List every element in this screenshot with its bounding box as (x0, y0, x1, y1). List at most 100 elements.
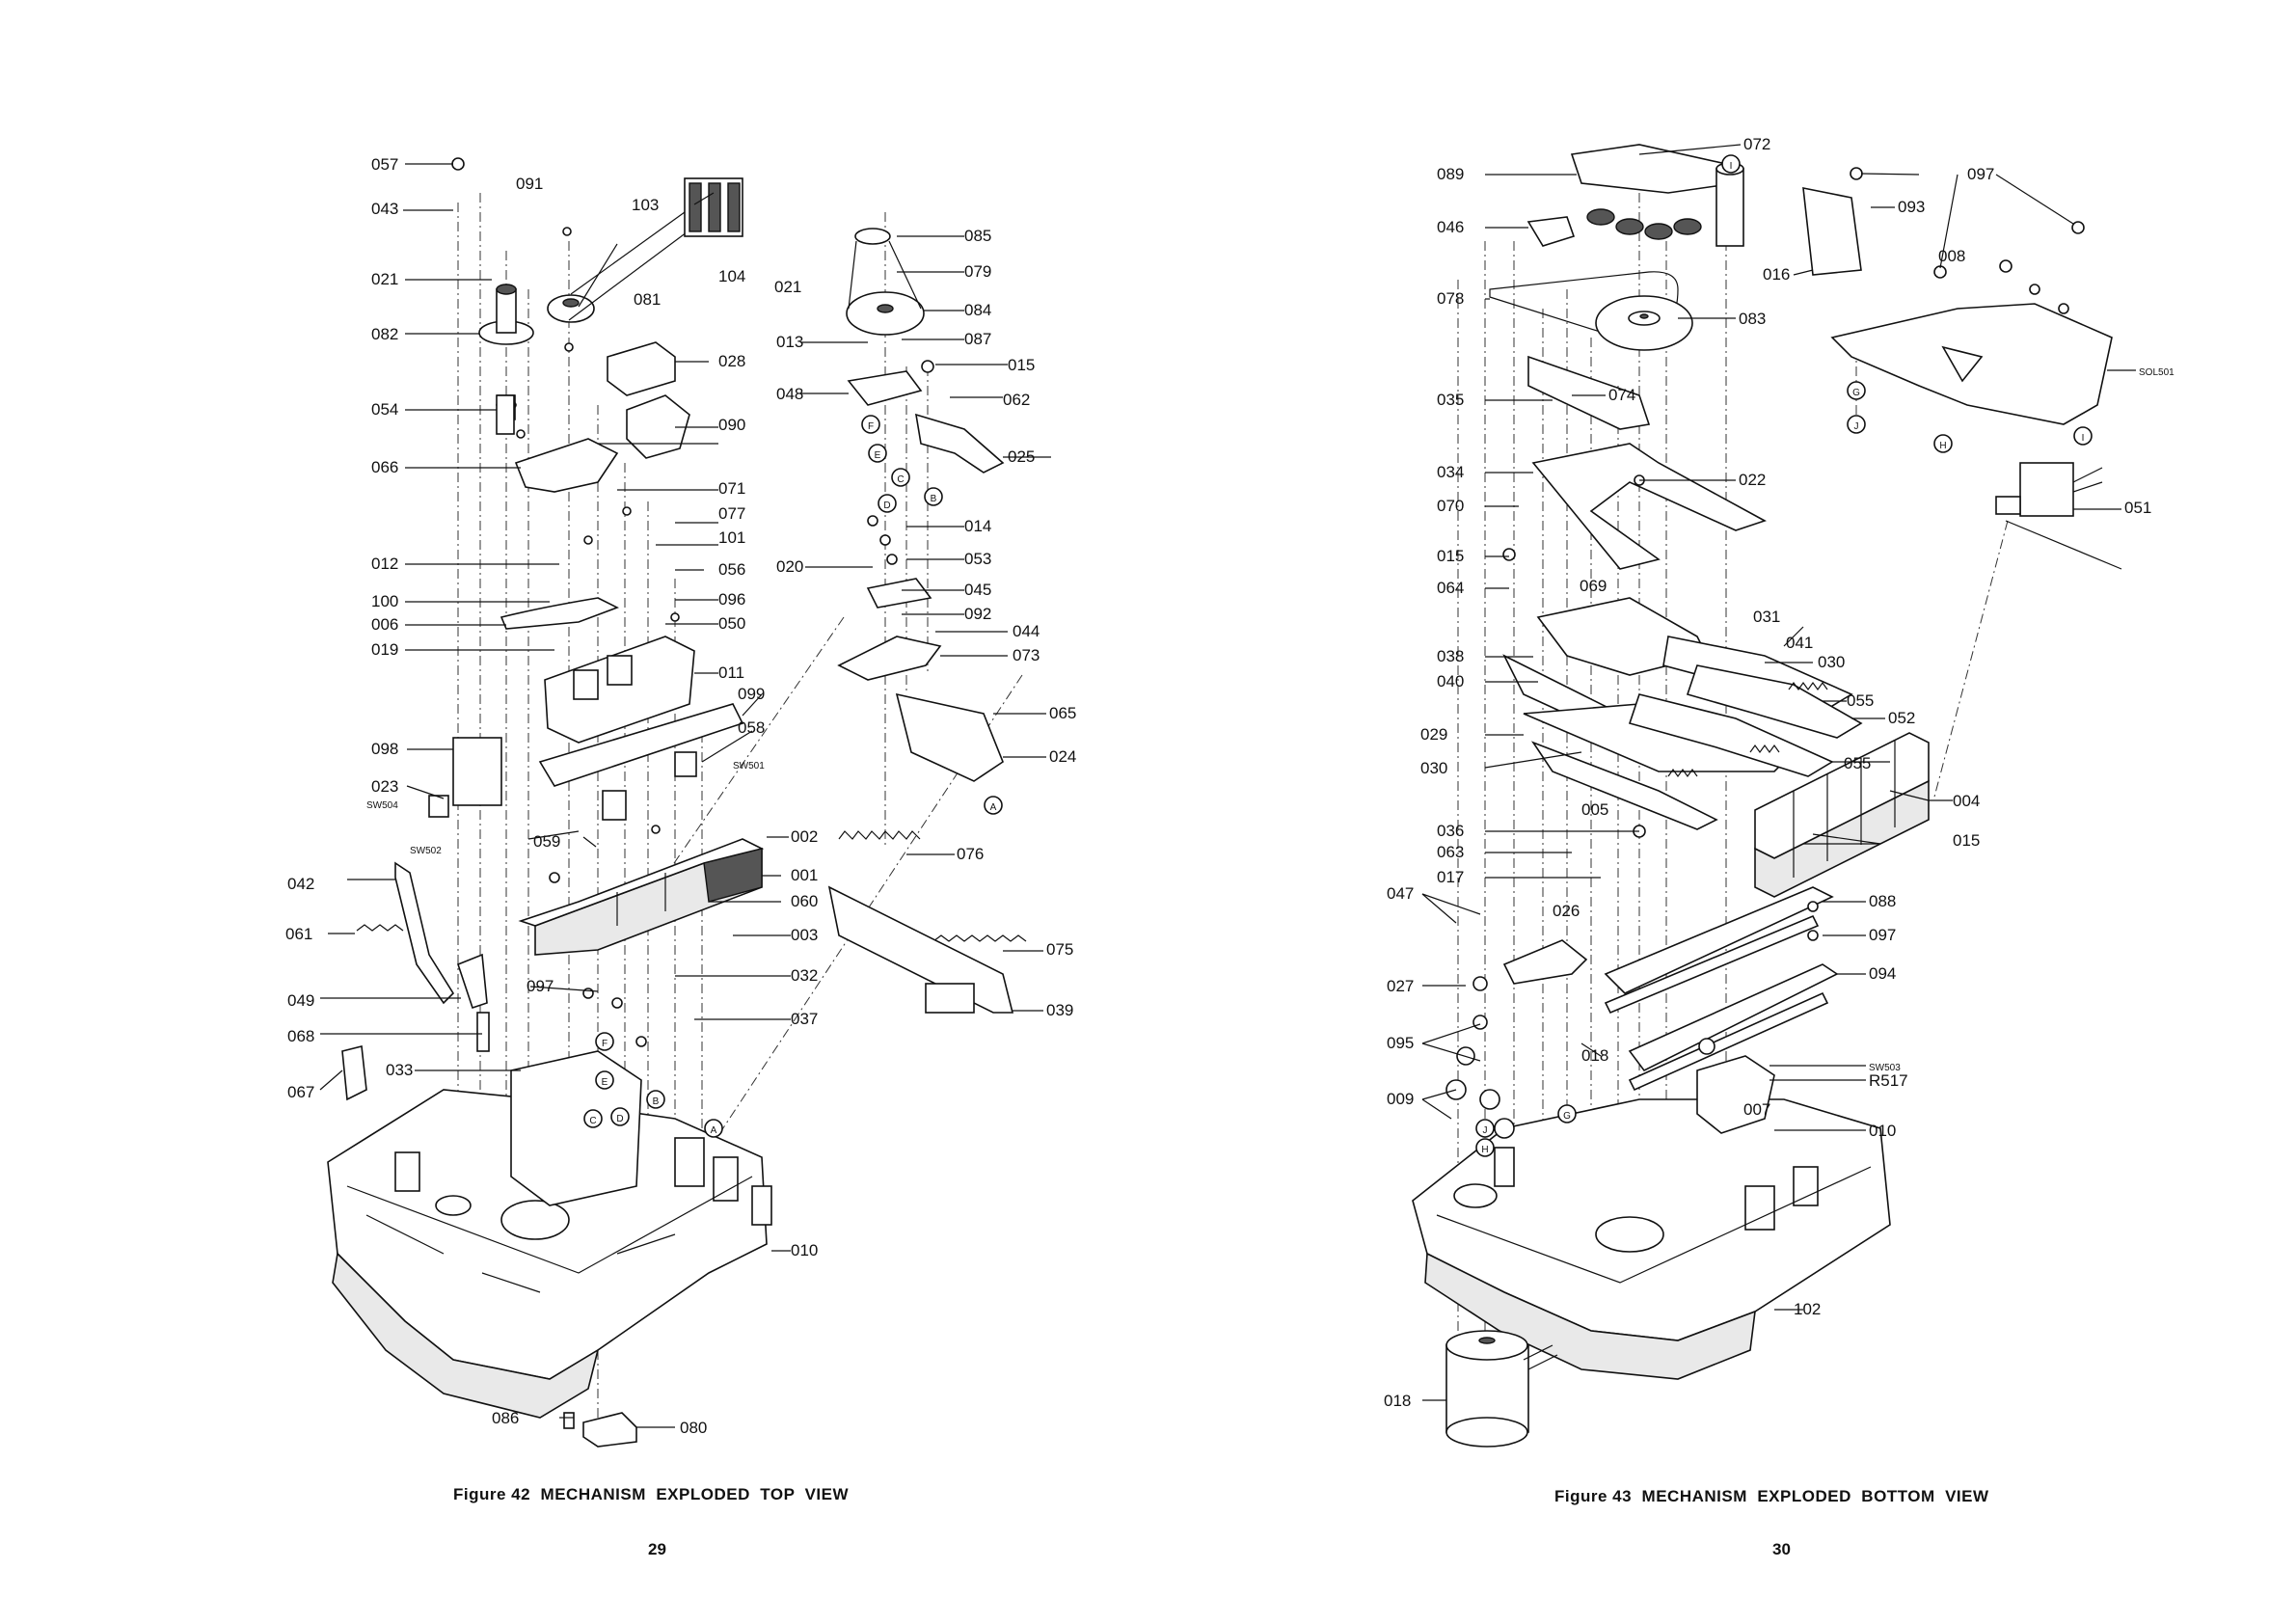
right-callout-41: 010 (1869, 1122, 1896, 1140)
left-callout-68: 039 (1046, 1001, 1073, 1019)
left-callout-49: 079 (964, 262, 991, 281)
right-callout-15: 031 (1753, 608, 1780, 626)
right-callout-40: 007 (1743, 1100, 1770, 1119)
right-screws (1445, 167, 2085, 1139)
right-callout-28: 017 (1437, 868, 1464, 886)
left-callout-16: 056 (718, 560, 745, 579)
left-letter-10: B (653, 1096, 660, 1107)
right-callout-10: 015 (1437, 547, 1464, 565)
left-chassis-base (327, 1089, 772, 1419)
left-callout-60: 045 (964, 581, 991, 599)
left-callout-lines (319, 163, 1051, 1428)
left-letter-0: F (868, 421, 874, 432)
left-callout-40: 037 (791, 1010, 818, 1028)
left-letter-11: A (711, 1125, 717, 1136)
figure-43-caption: Figure 43 MECHANISM EXPLODED BOTTOM VIEW (1554, 1487, 1989, 1506)
left-callout-47: 085 (964, 227, 991, 245)
right-callout-37: SW503 (1869, 1063, 1901, 1073)
left-callout-7: 082 (371, 325, 398, 343)
left-callout-30: 059 (533, 832, 560, 851)
left-callout-32: 042 (287, 875, 314, 893)
right-callout-27: 063 (1437, 843, 1464, 861)
figure-43-drawing (1412, 144, 2136, 1448)
right-callout-45: 093 (1898, 198, 1925, 216)
left-callout-25: 058 (738, 718, 765, 737)
rails-026-027 (1604, 886, 1839, 1092)
left-callout-39: 049 (287, 991, 314, 1010)
right-callout-24: 004 (1953, 792, 1980, 810)
part-080 (582, 1412, 637, 1448)
right-callout-31: 088 (1869, 892, 1896, 910)
right-callout-17: 030 (1818, 653, 1845, 671)
part-046 (1526, 216, 1576, 247)
right-callout-13: 038 (1437, 647, 1464, 665)
right-callout-36: 018 (1581, 1046, 1608, 1065)
plate-011 (538, 636, 744, 787)
figure-42-title: MECHANISM EXPLODED TOP VIEW (540, 1485, 850, 1503)
left-callout-42: 033 (386, 1061, 413, 1079)
left-callout-58: 020 (776, 557, 803, 576)
right-callout-32: 097 (1869, 926, 1896, 944)
part-028 (607, 341, 676, 396)
right-spring-units (1628, 636, 1863, 778)
left-callout-61: 092 (964, 605, 991, 623)
part-081-104 (547, 211, 695, 323)
left-callout-22: 011 (718, 663, 744, 682)
right-callout-16: 041 (1786, 634, 1813, 652)
left-callout-44: 010 (791, 1241, 818, 1259)
left-letter-3: D (883, 501, 890, 511)
part-049 (457, 953, 488, 1010)
right-callout-11: 064 (1437, 579, 1464, 597)
part-098 (452, 737, 502, 806)
left-callout-28: SW504 (366, 800, 398, 811)
figure-42-drawing (319, 157, 1051, 1448)
right-callout-12: 069 (1580, 577, 1607, 595)
left-callout-3: 103 (632, 196, 659, 214)
left-callout-21: 019 (371, 640, 398, 659)
left-callout-9: 054 (371, 400, 398, 419)
part-067 (341, 1045, 367, 1101)
right-callout-48: SOL501 (2139, 367, 2174, 378)
left-letter-9: D (616, 1114, 623, 1124)
left-callout-1: 091 (516, 175, 543, 193)
left-callout-24: 098 (371, 740, 398, 758)
left-callout-36: 003 (791, 926, 818, 944)
left-callout-43: 067 (287, 1083, 314, 1101)
right-callout-47: 008 (1938, 247, 1965, 265)
right-plates (1502, 355, 1796, 830)
part-007 (1696, 1055, 1775, 1134)
left-letter-markers (583, 415, 1003, 1138)
right-callout-26: 036 (1437, 822, 1464, 840)
part-008 (1802, 187, 2113, 425)
right-callout-30: 026 (1553, 902, 1580, 920)
part-103 (684, 177, 743, 237)
right-callout-14: 040 (1437, 672, 1464, 690)
right-callout-lines (1421, 144, 2136, 1401)
left-callout-10: 090 (718, 416, 745, 434)
left-callout-18: 096 (718, 590, 745, 609)
right-callout-39: R517 (1869, 1071, 1908, 1090)
right-callout-35: 095 (1387, 1034, 1414, 1052)
left-callout-33: 001 (791, 866, 818, 884)
left-callout-53: 048 (776, 385, 803, 403)
part-047 (1502, 939, 1588, 985)
part-051-solenoid (1995, 462, 2103, 517)
left-letter-6: F (602, 1039, 608, 1049)
right-letter-0: I (1730, 161, 1733, 172)
left-callout-52: 087 (964, 330, 991, 348)
left-callout-15: 012 (371, 555, 398, 573)
left-callout-0: 057 (371, 155, 398, 174)
left-callout-34: 060 (791, 892, 818, 910)
right-callout-0: 072 (1743, 135, 1770, 153)
right-letter-4: I (2082, 433, 2085, 444)
left-callout-64: 065 (1049, 704, 1076, 722)
left-callout-6: 081 (634, 290, 661, 309)
part-102 (1445, 1330, 1558, 1448)
right-callout-44: 097 (1967, 165, 1994, 183)
part-090 (626, 394, 690, 459)
left-callout-37: 097 (527, 977, 554, 995)
left-callout-26: 023 (371, 777, 398, 796)
